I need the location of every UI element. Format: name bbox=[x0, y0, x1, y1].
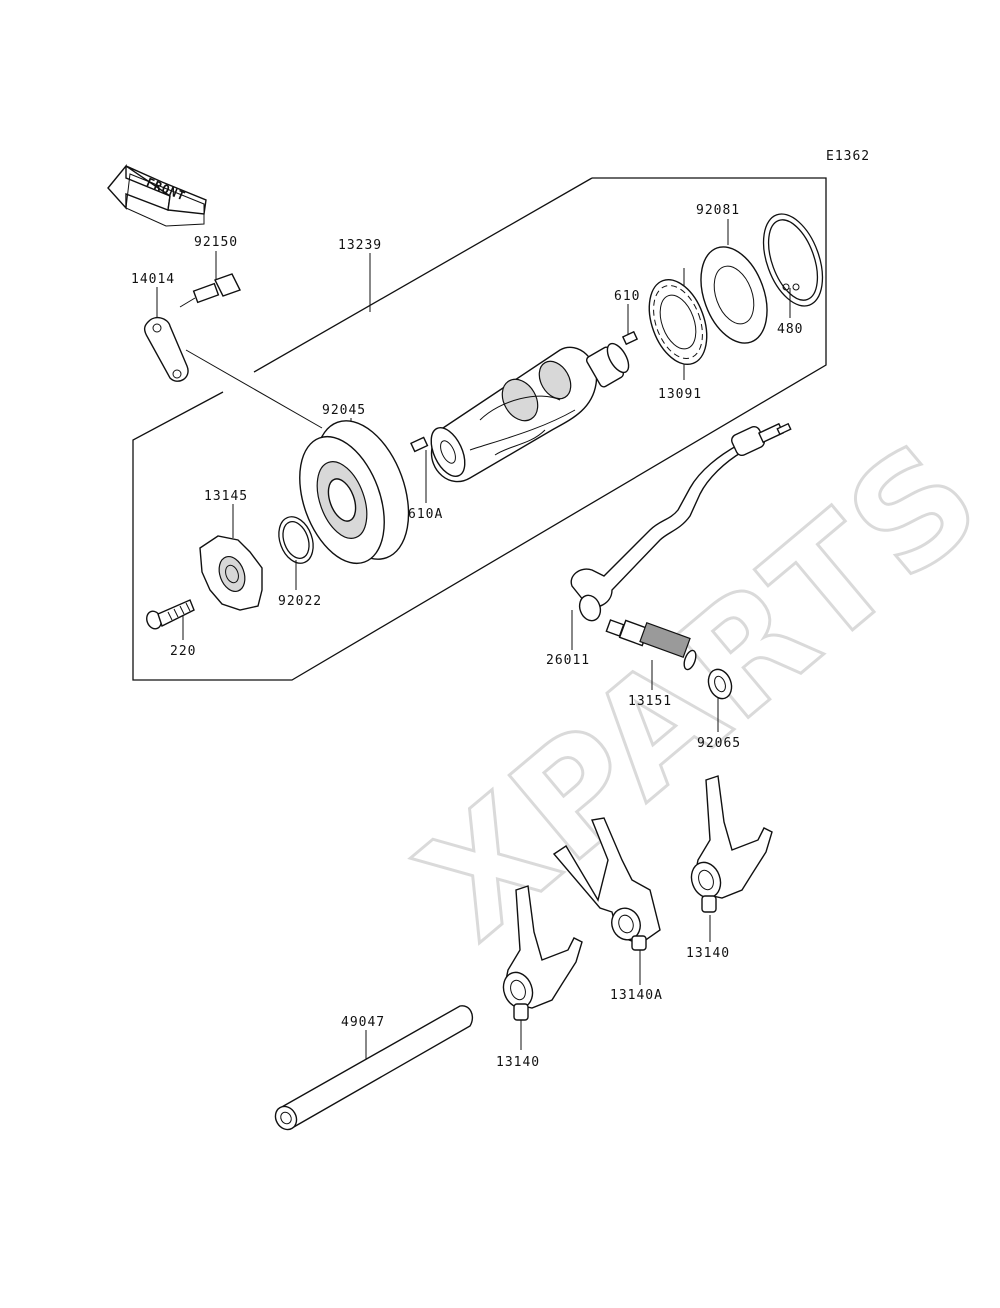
circlip-480 bbox=[762, 213, 824, 307]
bolt-13151 bbox=[605, 619, 697, 671]
label-26011: 26011 bbox=[546, 653, 590, 668]
label-610A: 610A bbox=[408, 507, 443, 522]
plate-14014 bbox=[143, 316, 189, 382]
shift-lever-26011 bbox=[570, 422, 792, 622]
label-13239: 13239 bbox=[338, 238, 382, 253]
label-92065: 92065 bbox=[697, 736, 741, 751]
shaft-49047 bbox=[274, 1005, 474, 1131]
label-13091: 13091 bbox=[658, 387, 702, 402]
star-plate-13091 bbox=[648, 279, 708, 365]
shift-fork-13140A bbox=[552, 817, 661, 951]
shift-drum bbox=[430, 342, 630, 483]
label-610: 610 bbox=[614, 289, 640, 304]
pin-610A bbox=[410, 436, 429, 453]
label-480: 480 bbox=[777, 322, 803, 337]
label-92150: 92150 bbox=[194, 235, 238, 250]
shift-fork-13140-right bbox=[690, 775, 773, 913]
label-220: 220 bbox=[170, 644, 196, 659]
label-49047: 49047 bbox=[341, 1015, 385, 1030]
label-13145: 13145 bbox=[204, 489, 248, 504]
plate-92081 bbox=[700, 246, 768, 344]
label-13140-right: 13140 bbox=[686, 946, 730, 961]
label-92045: 92045 bbox=[322, 403, 366, 418]
label-92022: 92022 bbox=[278, 594, 322, 609]
bolt-220 bbox=[146, 599, 195, 630]
shift-fork-13140-left bbox=[502, 885, 583, 1021]
pin-610 bbox=[621, 330, 639, 346]
diagram-code: E1362 bbox=[826, 149, 870, 164]
assembly-frame bbox=[132, 177, 827, 681]
label-13140-left: 13140 bbox=[496, 1055, 540, 1070]
label-14014: 14014 bbox=[131, 272, 175, 287]
label-92081: 92081 bbox=[696, 203, 740, 218]
part-labels: 92150 14014 13239 92081 610 480 13091 92… bbox=[131, 203, 803, 1070]
bearing-92045 bbox=[299, 420, 410, 565]
label-13151: 13151 bbox=[628, 694, 672, 709]
bolt-92150 bbox=[179, 273, 241, 308]
front-arrow-icon: FRONT bbox=[107, 164, 207, 227]
label-13140A: 13140A bbox=[610, 988, 663, 1003]
ring-92022 bbox=[278, 516, 314, 564]
star-13145 bbox=[199, 535, 263, 611]
washer-92065 bbox=[707, 668, 733, 700]
